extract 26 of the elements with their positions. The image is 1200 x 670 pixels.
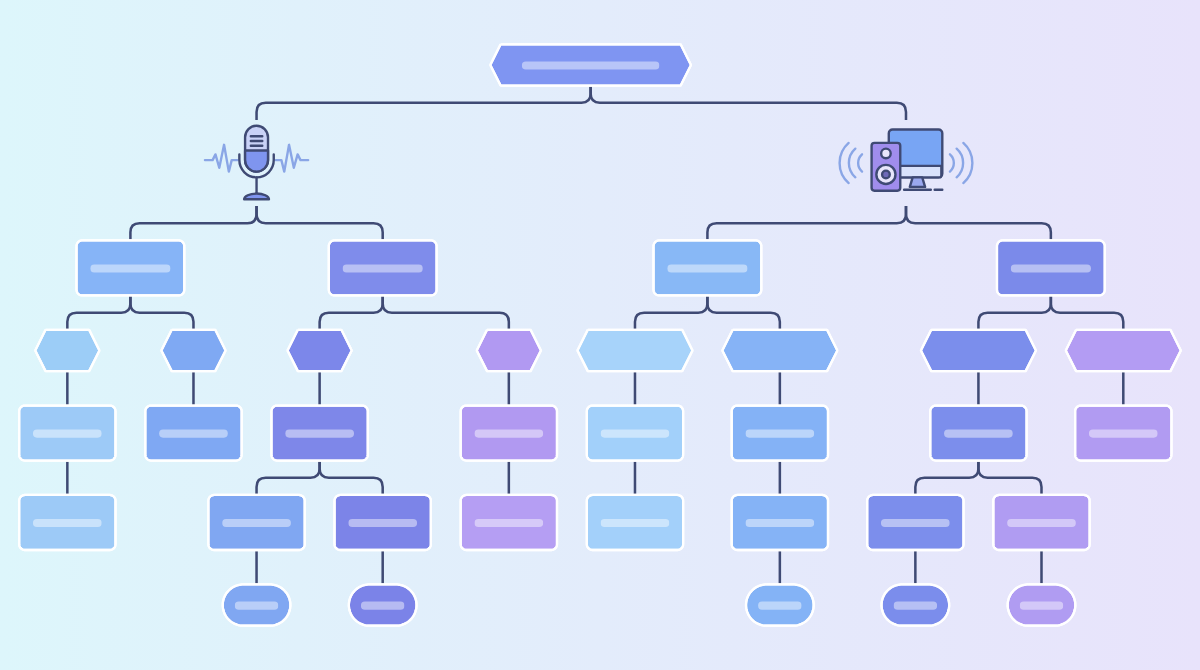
connector <box>507 460 511 495</box>
connector <box>255 550 258 585</box>
connector <box>66 371 69 406</box>
connector <box>977 460 1043 495</box>
connector <box>1122 371 1125 406</box>
connector <box>914 550 917 585</box>
connector <box>192 371 195 406</box>
connector <box>66 460 69 495</box>
connector <box>318 460 384 495</box>
connector <box>1049 295 1125 330</box>
connector <box>778 460 782 495</box>
connector <box>706 295 782 330</box>
connector <box>633 460 637 495</box>
connector <box>381 550 384 585</box>
connector <box>904 206 1053 241</box>
connector <box>381 295 511 330</box>
connector <box>507 371 511 406</box>
connector <box>778 550 782 585</box>
connector <box>589 85 908 120</box>
connector <box>1040 550 1043 585</box>
connector <box>778 371 782 406</box>
connector <box>318 371 321 406</box>
connector <box>129 295 195 330</box>
connector <box>255 206 384 241</box>
connector <box>977 371 980 406</box>
connector <box>633 371 637 406</box>
